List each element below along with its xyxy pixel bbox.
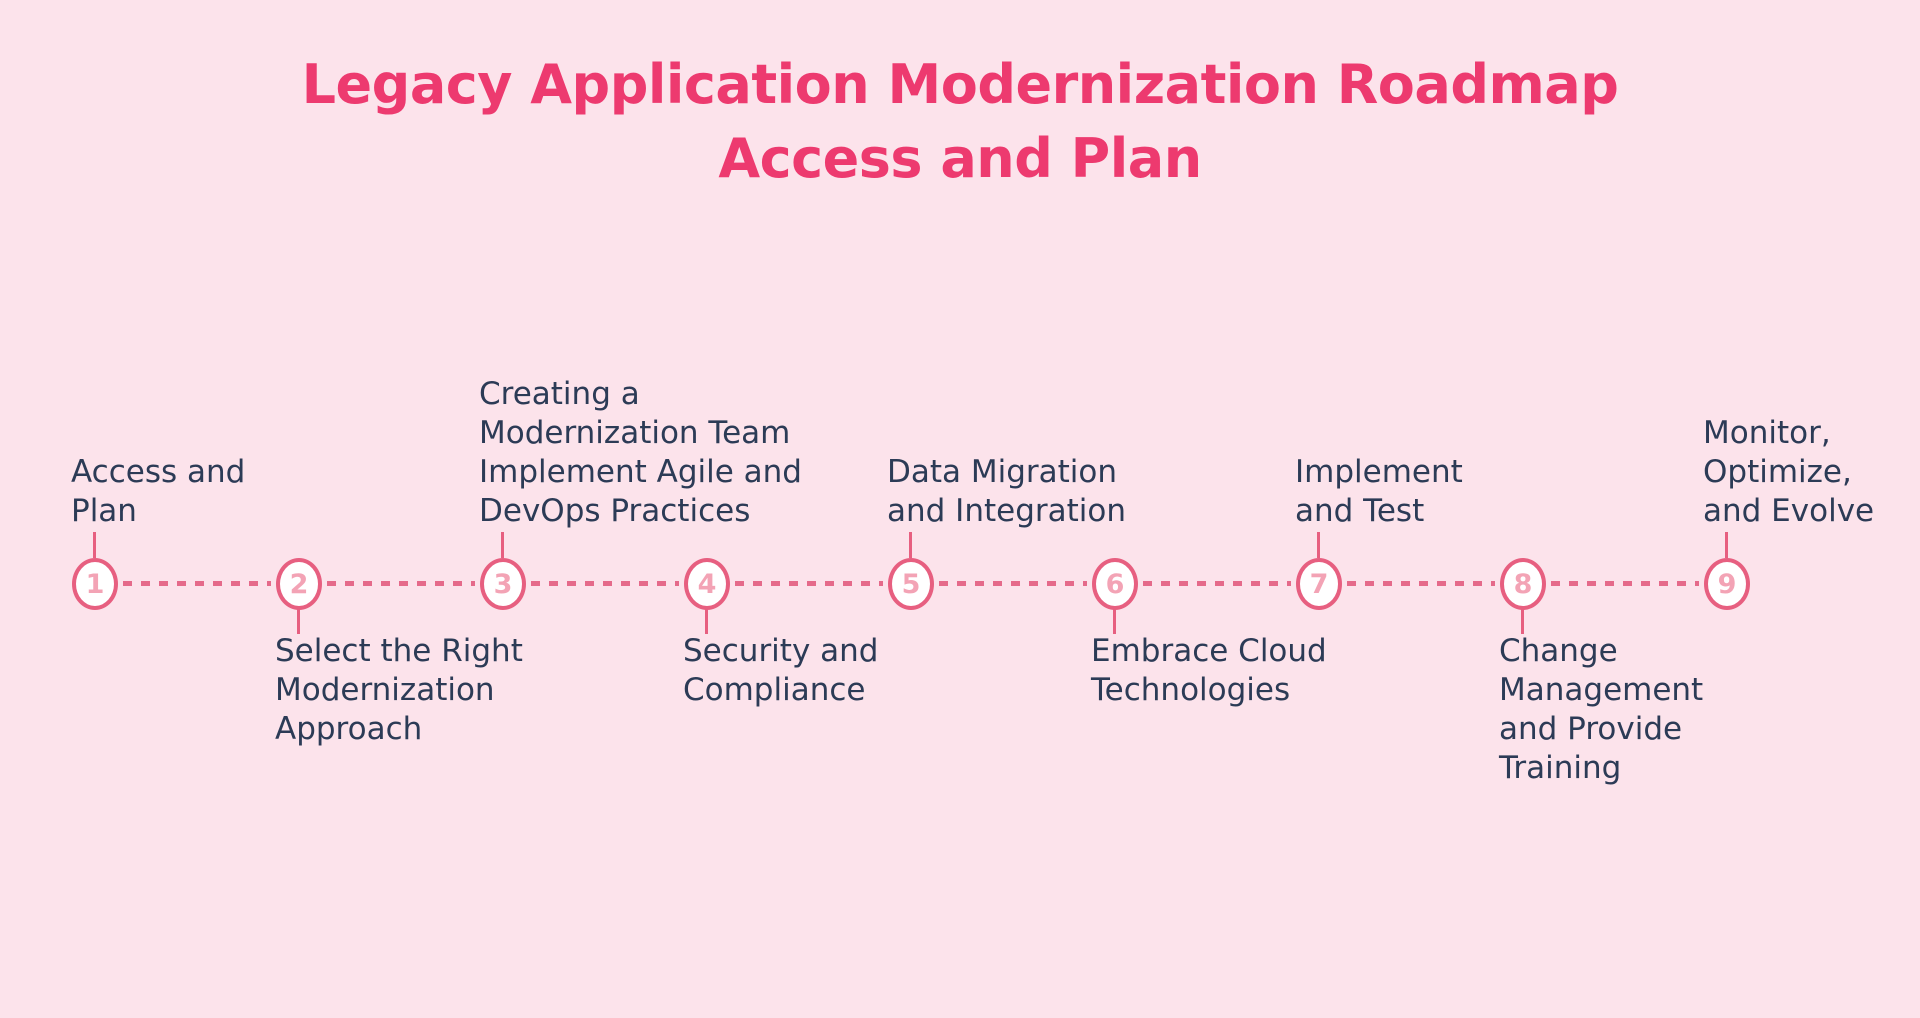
milestone-tick <box>1521 608 1524 634</box>
milestone-label: Monitor,Optimize,and Evolve <box>1703 414 1874 531</box>
title-line-2: Access and Plan <box>718 127 1202 190</box>
timeline-dash-segment <box>735 581 883 586</box>
milestone-label-line: Security and <box>683 633 879 669</box>
milestone-label-line: Optimize, <box>1703 454 1852 490</box>
milestone-circle: 8 <box>1500 558 1546 610</box>
page-title: Legacy Application Modernization Roadmap… <box>0 48 1920 196</box>
milestone-tick <box>909 532 912 558</box>
milestone-label-line: Select the Right <box>275 633 523 669</box>
timeline-dash-segment <box>1551 581 1699 586</box>
milestone-tick <box>705 608 708 634</box>
timeline-dash-segment <box>123 581 271 586</box>
milestone-circle: 7 <box>1296 558 1342 610</box>
milestone-label-line: Embrace Cloud <box>1091 633 1327 669</box>
milestone-number: 5 <box>901 568 921 600</box>
milestone-circle: 4 <box>684 558 730 610</box>
milestone-label-line: Approach <box>275 711 423 747</box>
milestone-tick <box>1725 532 1728 558</box>
milestone-circle: 2 <box>276 558 322 610</box>
milestone-circle: 6 <box>1092 558 1138 610</box>
milestone-circle: 5 <box>888 558 934 610</box>
milestone-circle: 1 <box>72 558 118 610</box>
title-line-1: Legacy Application Modernization Roadmap <box>301 53 1619 116</box>
milestone-tick <box>297 608 300 634</box>
milestone-tick <box>501 532 504 558</box>
milestone-label-line: Change <box>1499 633 1618 669</box>
milestone-label-line: Technologies <box>1091 672 1291 708</box>
milestone-circle: 3 <box>480 558 526 610</box>
milestone-label-line: Data Migration <box>887 454 1118 490</box>
milestone-label-line: Access and <box>71 454 246 490</box>
milestone-label-line: Compliance <box>683 672 866 708</box>
timeline-dash-segment <box>1143 581 1291 586</box>
milestone-label-line: Management <box>1499 672 1704 708</box>
milestone-tick <box>1113 608 1116 634</box>
milestone-label-line: Modernization Team <box>479 415 791 451</box>
milestone-number: 3 <box>493 568 513 600</box>
milestone-tick <box>1317 532 1320 558</box>
milestone-label-line: and Integration <box>887 493 1126 529</box>
milestone-label-line: and Test <box>1295 493 1425 529</box>
timeline-dash-segment <box>939 581 1087 586</box>
milestone-label-line: Monitor, <box>1703 415 1831 451</box>
milestone-label-line: and Evolve <box>1703 493 1875 529</box>
milestone-number: 9 <box>1717 568 1737 600</box>
timeline-dash-segment <box>327 581 475 586</box>
milestone-number: 8 <box>1513 568 1533 600</box>
milestone-number: 4 <box>697 568 717 600</box>
milestone-label-line: Implement Agile and <box>479 454 802 490</box>
milestone-label-line: Plan <box>71 493 137 529</box>
milestone-number: 7 <box>1309 568 1329 600</box>
milestone-label-line: Modernization <box>275 672 495 708</box>
timeline-dash-segment <box>531 581 679 586</box>
milestone-label-line: and Provide <box>1499 711 1683 747</box>
timeline-dash-segment <box>1347 581 1495 586</box>
milestone-circle: 9 <box>1704 558 1750 610</box>
milestone-label-line: DevOps Practices <box>479 493 751 529</box>
milestone-label-line: Creating a <box>479 376 640 412</box>
milestone-number: 2 <box>289 568 309 600</box>
milestone-number: 1 <box>85 568 105 600</box>
milestone-label-line: Implement <box>1295 454 1463 490</box>
milestone-label-line: Training <box>1499 750 1622 786</box>
milestone-number: 6 <box>1105 568 1125 600</box>
milestone-tick <box>93 532 96 558</box>
